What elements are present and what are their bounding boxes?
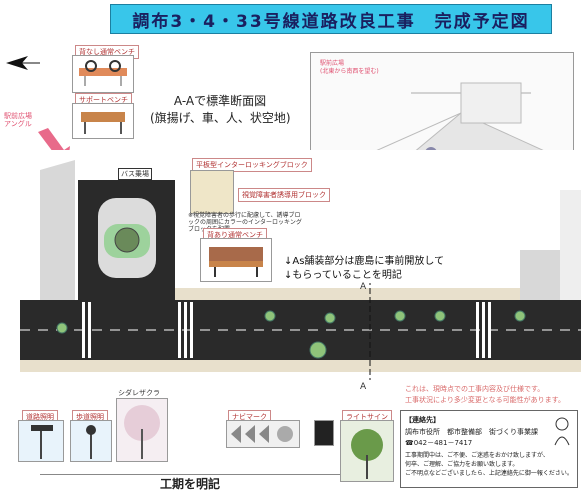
street-light-image (18, 420, 64, 462)
north-arrow-icon (6, 55, 40, 71)
section-marker-bottom: A (360, 382, 367, 392)
contact-office: 調布市役所 都市整備部 街づくり事業課 (405, 428, 538, 436)
contact-message: 工事期間中は、ご不便、ご迷惑をおかけ致しますが、 何卒、ご理解、ご協力をお願い致… (405, 452, 573, 477)
bench-no-back-image (72, 55, 134, 93)
as-paving-annotation: ↓As舗装部分は鹿島に事前開放して ↓もらっていることを明記 (284, 255, 445, 283)
navimark-image (226, 420, 300, 448)
disclaimer-note: これは、現時点での工事内容及び仕様です。 工事状況により多少変更となる可能性があ… (405, 385, 565, 404)
bench-support-image (72, 103, 134, 139)
plaza-angle-label: 駅前広場 アングル (4, 112, 32, 128)
bench-back-image (200, 238, 272, 282)
section-heading: A-Aで標準断面図 (旗揚げ、車、人、状空地) (150, 94, 291, 125)
shidare-sakura-label: シダレザクラ (118, 389, 160, 397)
construction-period-note: 工期を明記 (40, 474, 340, 491)
shidare-sakura-image (116, 398, 168, 462)
page-title: 調布3・4・33号線道路改良工事 完成予定図 (110, 4, 552, 34)
interlocking-label: 平板型インターロッキングブロック (192, 158, 312, 172)
bike-sign-image (314, 420, 334, 446)
section-marker-top: A (360, 282, 367, 292)
worker-bowing-icon (551, 417, 573, 447)
contact-heading: 【連絡先】 (405, 416, 440, 424)
tactile-label: 視覚障害者誘導用ブロック (238, 188, 330, 202)
plaza-perspective-label: 駅前広場 (北東から南西を望む) (320, 60, 379, 75)
lighting-sign-image (340, 420, 394, 482)
contact-box: 【連絡先】 調布市役所 都市整備部 街づくり事業課 ☎042－481－7417 … (400, 410, 578, 488)
pedestrian-light-image (70, 420, 112, 462)
interlocking-sample (190, 170, 234, 214)
contact-tel: ☎042－481－7417 (405, 439, 473, 447)
bus-stop-label: バス乗場 (118, 168, 152, 180)
